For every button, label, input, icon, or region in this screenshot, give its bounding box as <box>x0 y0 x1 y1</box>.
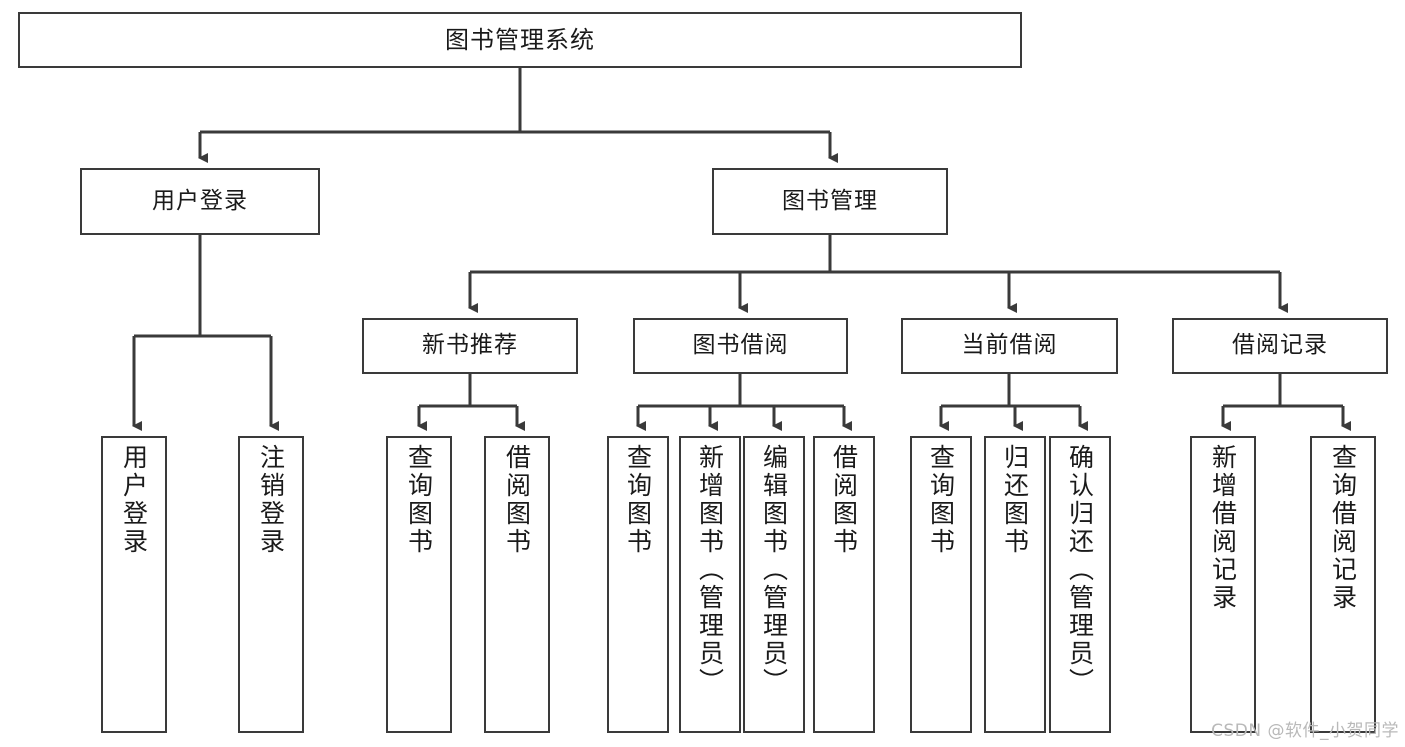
csdn-watermark: CSDN @软件_小贺同学 <box>1211 721 1399 741</box>
node-label: 用户登录 <box>119 444 149 556</box>
node-label: 借阅记录 <box>1232 332 1328 359</box>
node-label: 借阅图书 <box>829 444 859 556</box>
node-label: 借阅图书 <box>502 444 532 556</box>
leaf-node[interactable]: 查询借阅记录 <box>1310 436 1376 733</box>
leaf-node[interactable]: 归还图书 <box>984 436 1046 733</box>
node-label: 查询图书 <box>623 444 653 556</box>
node-label: 图书借阅 <box>692 332 789 359</box>
node-label: 图书管理 <box>782 187 878 214</box>
leaf-node[interactable]: 新增图书（管理员） <box>679 436 741 733</box>
leaf-node[interactable]: 查询图书 <box>386 436 452 733</box>
node-label: 图书管理系统 <box>445 25 595 54</box>
leaf-node[interactable]: 用户登录 <box>101 436 167 733</box>
node-label: 新增借阅记录 <box>1208 444 1238 612</box>
node-label: 查询借阅记录 <box>1328 444 1358 612</box>
node-label: 归还图书 <box>1000 444 1030 556</box>
leaf-node[interactable]: 查询图书 <box>607 436 669 733</box>
node-label: 用户登录 <box>152 187 248 214</box>
node-root-system[interactable]: 图书管理系统 <box>18 12 1022 68</box>
node-label: 确认归还（管理员） <box>1065 444 1095 696</box>
node-book-management[interactable]: 图书管理 <box>712 168 948 235</box>
leaf-node[interactable]: 借阅图书 <box>484 436 550 733</box>
node-book-borrow[interactable]: 图书借阅 <box>633 318 848 374</box>
leaf-node[interactable]: 注销登录 <box>238 436 304 733</box>
node-user-login[interactable]: 用户登录 <box>80 168 320 235</box>
node-label: 查询图书 <box>404 444 434 556</box>
node-borrow-record[interactable]: 借阅记录 <box>1172 318 1388 374</box>
node-new-book-recommend[interactable]: 新书推荐 <box>362 318 578 374</box>
leaf-node[interactable]: 查询图书 <box>910 436 972 733</box>
leaf-node[interactable]: 新增借阅记录 <box>1190 436 1256 733</box>
node-label: 新书推荐 <box>422 332 518 359</box>
leaf-node[interactable]: 借阅图书 <box>813 436 875 733</box>
node-label: 新增图书（管理员） <box>695 444 725 696</box>
node-label: 编辑图书（管理员） <box>759 444 789 696</box>
node-label: 当前借阅 <box>961 332 1058 359</box>
leaf-node[interactable]: 编辑图书（管理员） <box>743 436 805 733</box>
node-label: 查询图书 <box>926 444 956 556</box>
leaf-node[interactable]: 确认归还（管理员） <box>1049 436 1111 733</box>
node-current-borrow[interactable]: 当前借阅 <box>901 318 1118 374</box>
node-label: 注销登录 <box>256 444 286 556</box>
